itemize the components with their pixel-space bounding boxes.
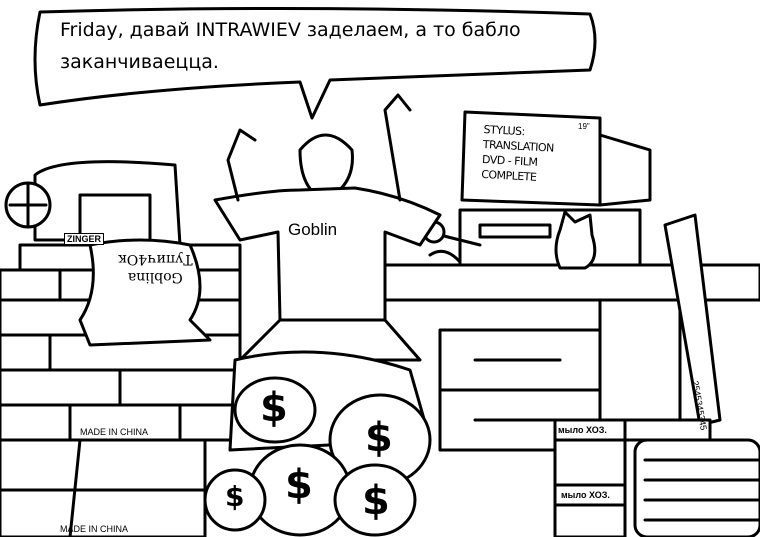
crate-label: MADE IN CHINA [80, 427, 149, 437]
sack [78, 238, 212, 347]
dollar-sign: $ [285, 462, 313, 508]
speech-line-1: Friday, давай INTRAWIEV заделаем, а то б… [60, 19, 521, 41]
sewing-machine-label: ZINGER [64, 233, 105, 245]
speech-bubble [33, 6, 597, 120]
rope-coil [633, 438, 760, 537]
soap-box-label: мыло ХОЗ. [561, 490, 610, 500]
sack-text-line: Goblina [127, 269, 183, 285]
dollar-sign: $ [225, 480, 245, 513]
soap-boxes [553, 418, 712, 537]
sack-text-line: Тупич4Ок [118, 251, 193, 267]
monitor [458, 110, 652, 267]
monitor-size-label: 19" [578, 122, 590, 131]
cat [554, 210, 597, 270]
speech-line-2: заканчиваецца. [60, 51, 219, 73]
money-bags [203, 350, 432, 537]
monitor-screen-text: STYLUS: TRANSLATION DVD - FILM COMPLETE [481, 122, 555, 186]
person [213, 93, 442, 362]
pen [663, 213, 722, 427]
sack-text: Goblina Тупич4Ок [118, 250, 193, 286]
dollar-sign: $ [362, 478, 390, 524]
dollar-sign: $ [260, 385, 288, 431]
crates [0, 438, 207, 537]
shirt-text: Goblin [288, 220, 338, 239]
speech-bubble-text: Friday, давай INTRAWIEV заделаем, а то б… [60, 14, 521, 78]
soap-box-label: мыло ХОЗ. [558, 425, 607, 435]
crate-label: MADE IN CHINA [60, 524, 129, 534]
sewing-machine [4, 160, 182, 252]
dollar-sign: $ [365, 415, 393, 461]
